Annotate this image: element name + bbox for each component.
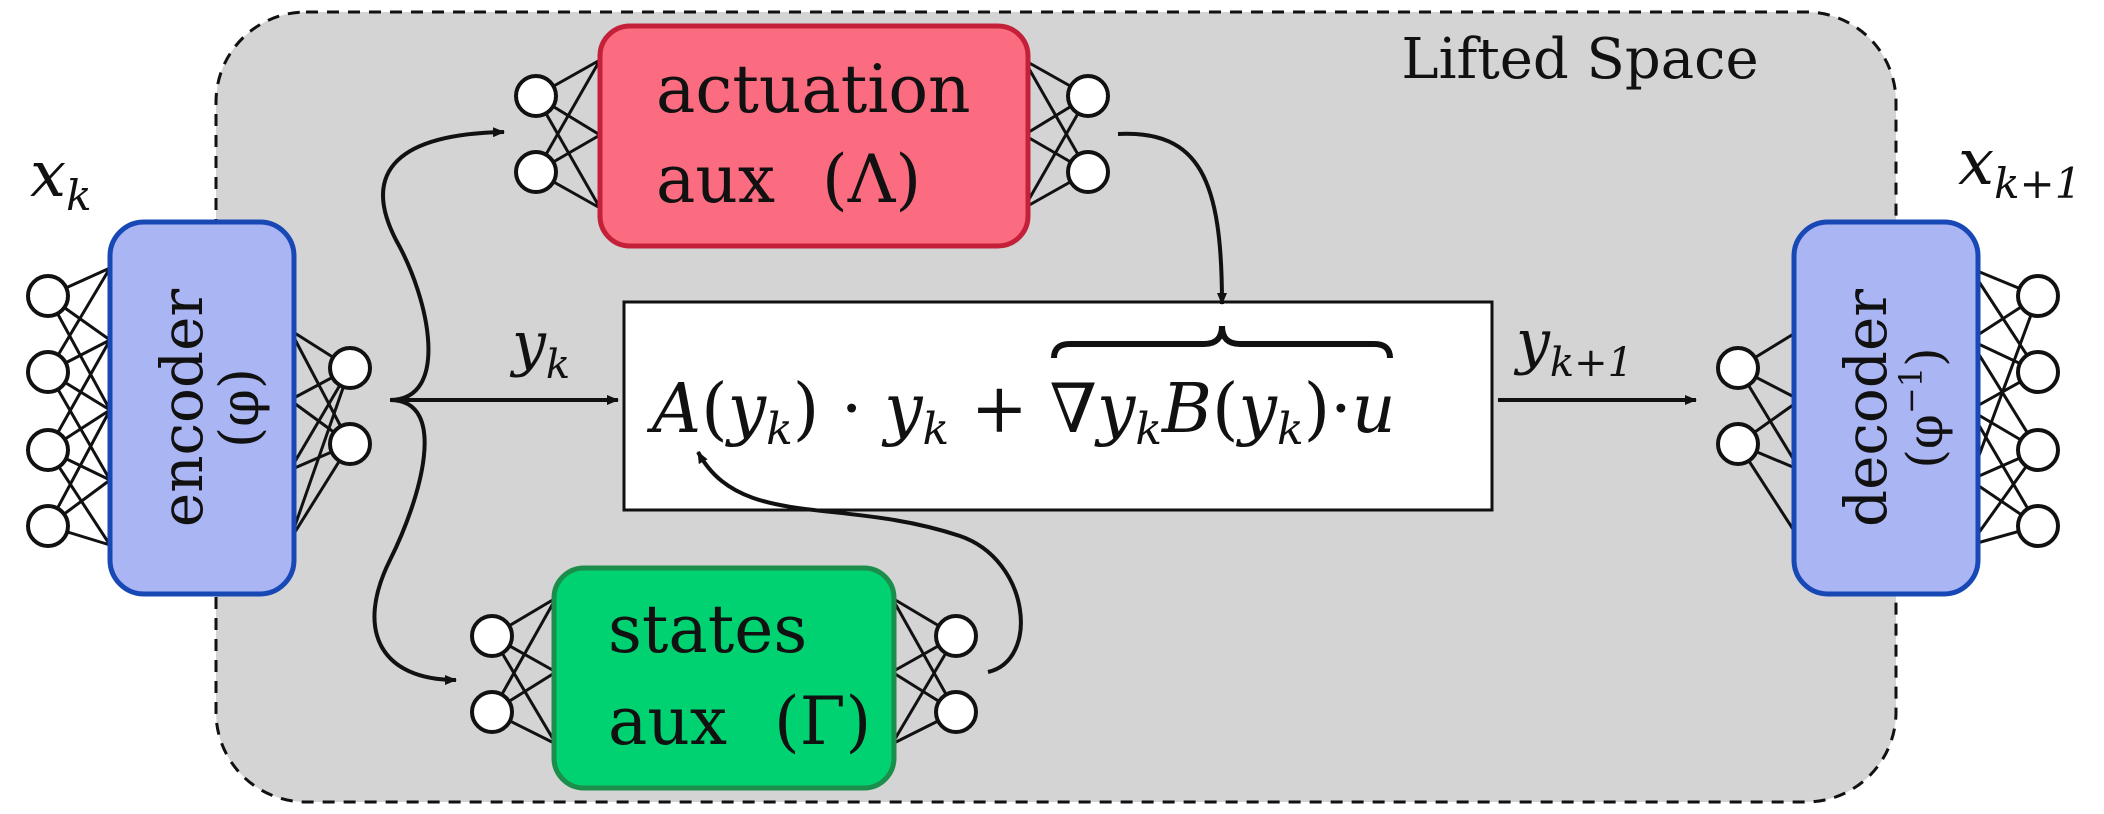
encoder-input-node bbox=[26, 504, 70, 548]
decoder-input-node bbox=[1716, 422, 1760, 466]
decoder-output-node bbox=[2016, 350, 2060, 394]
encoder-input-node bbox=[26, 428, 70, 472]
encoder-param: (φ) bbox=[208, 368, 271, 448]
actuation-input-node bbox=[514, 74, 558, 118]
encoder-network-icon bbox=[26, 266, 372, 548]
decoder-output-node bbox=[2016, 274, 2060, 318]
actuation-label: actuation bbox=[656, 51, 971, 128]
encoder-input-node bbox=[26, 350, 70, 394]
states-aux-label: aux bbox=[608, 683, 727, 760]
arrow-actuation-to-brace bbox=[1117, 131, 1227, 305]
decoder-output-node bbox=[2016, 504, 2060, 548]
actuation-output-node bbox=[1066, 150, 1110, 194]
output-label-xk1: xk+1 bbox=[1958, 126, 2081, 208]
arrow-encoder-to-actuation bbox=[381, 127, 505, 402]
actuation-network-icon bbox=[514, 58, 1110, 210]
encoder-input-node bbox=[26, 274, 70, 318]
states-network-icon bbox=[470, 596, 978, 746]
states-label: states bbox=[608, 591, 807, 668]
encoder-label: encoder bbox=[148, 289, 216, 528]
states-param: (Γ) bbox=[774, 683, 871, 760]
lifted-space-label: Lifted Space bbox=[1401, 27, 1758, 92]
decoder-input-node bbox=[1716, 346, 1760, 390]
states-input-node bbox=[470, 614, 514, 658]
actuation-aux-block bbox=[597, 23, 1031, 249]
arrow-encoder-to-states bbox=[372, 398, 457, 685]
dynamics-equation: A(yk) · yk + ∇ykB(yk)·u bbox=[646, 370, 1396, 455]
yk1-label: yk+1 bbox=[1513, 307, 1633, 386]
actuation-input-node bbox=[514, 150, 558, 194]
overbrace bbox=[1051, 325, 1393, 359]
yk-label: yk bbox=[509, 309, 570, 388]
actuation-param: (Λ) bbox=[822, 141, 921, 218]
states-output-node bbox=[934, 614, 978, 658]
decoder-label: decoder bbox=[1832, 289, 1900, 527]
states-output-node bbox=[934, 690, 978, 734]
encoder-output-node bbox=[328, 346, 372, 390]
decoder-block bbox=[1791, 219, 1981, 597]
encoder-block bbox=[107, 219, 297, 597]
arrow-states-to-A bbox=[696, 451, 1023, 674]
encoder-output-node bbox=[328, 422, 372, 466]
decoder-param: (φ−1) bbox=[1892, 347, 1954, 468]
dynamics-box bbox=[622, 300, 1494, 512]
actuation-aux-label: aux bbox=[656, 141, 775, 218]
states-aux-block bbox=[551, 565, 897, 791]
decoder-network-icon bbox=[1716, 266, 2060, 548]
flow-arrows bbox=[372, 127, 1697, 685]
actuation-output-node bbox=[1066, 74, 1110, 118]
decoder-output-node bbox=[2016, 428, 2060, 472]
input-label-xk: xk bbox=[30, 138, 92, 220]
states-input-node bbox=[470, 690, 514, 734]
